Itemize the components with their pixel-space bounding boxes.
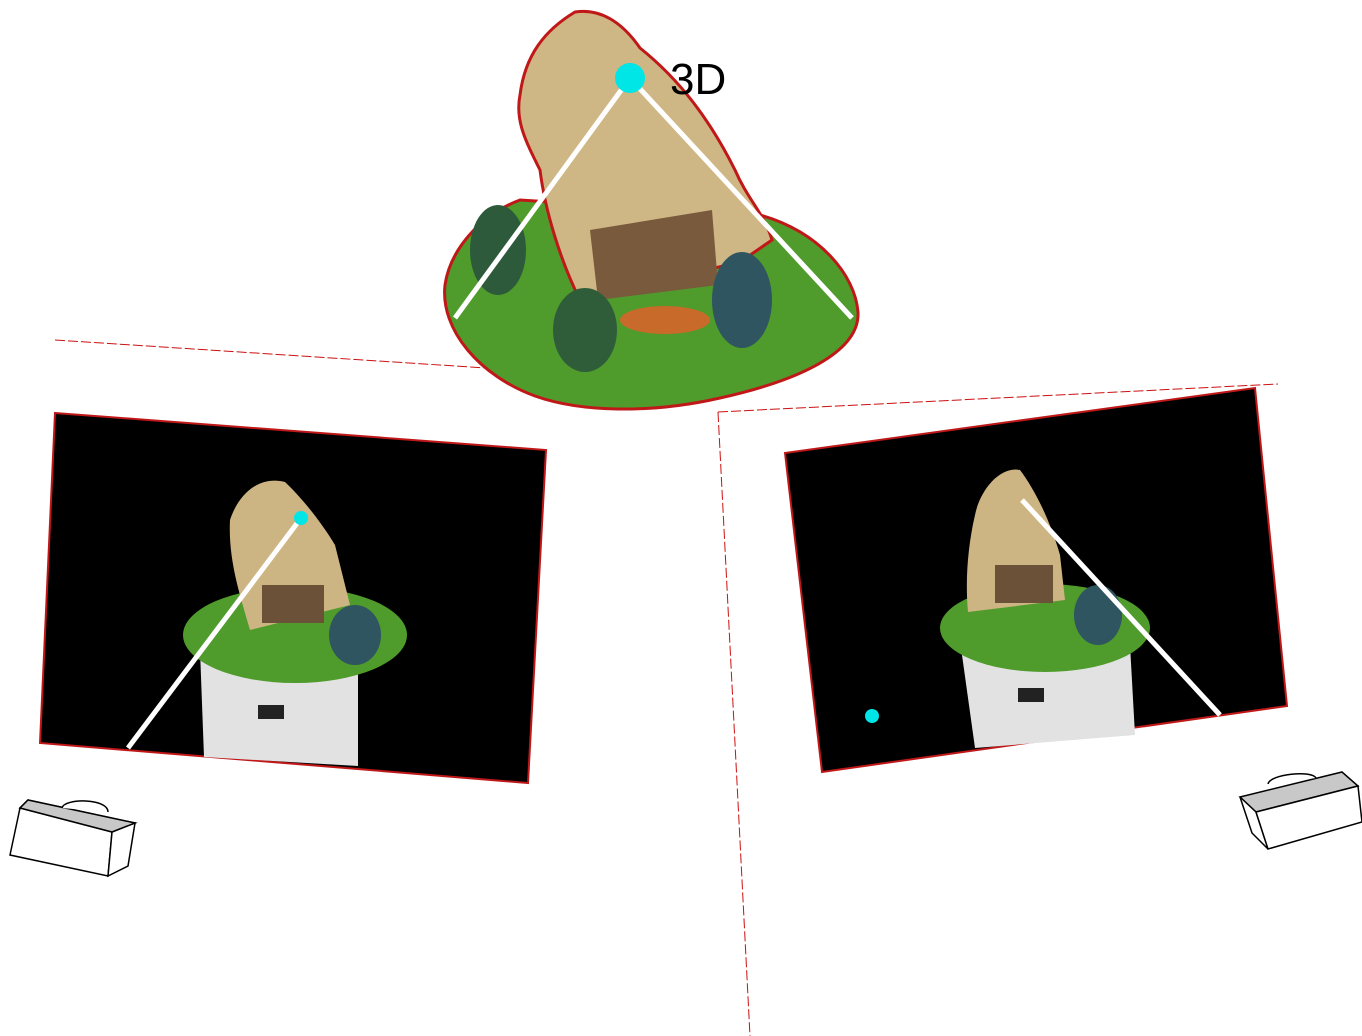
left-camera-icon (10, 800, 135, 876)
right-bush (1074, 585, 1122, 645)
left-pedestal-handle (258, 705, 284, 719)
model-bush-right (712, 252, 772, 348)
right-reference-line-vertical (718, 412, 750, 1036)
point-3d-marker (615, 63, 645, 93)
house-model-3d (445, 11, 858, 409)
left-house-wall (262, 585, 324, 623)
left-view-point-marker (294, 511, 308, 525)
right-camera-icon (1240, 772, 1362, 849)
left-camera-view (40, 413, 546, 783)
right-house-wall (995, 565, 1053, 603)
model-bush-left (470, 205, 526, 295)
point-3d-label: 3D (670, 55, 726, 104)
left-bush (329, 605, 381, 665)
model-flowers (620, 306, 710, 334)
right-view-point-marker (865, 709, 879, 723)
right-pedestal-handle (1018, 688, 1044, 702)
right-camera-view (785, 388, 1287, 772)
model-bush-center (553, 288, 617, 372)
